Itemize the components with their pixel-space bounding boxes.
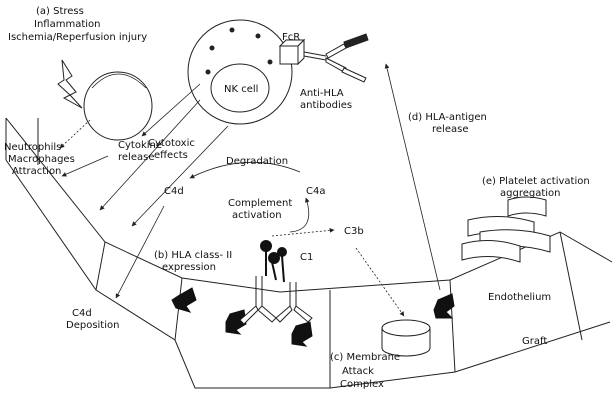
label-degradation: Degradation bbox=[226, 156, 288, 167]
label-c-line1: (c) Membrane bbox=[330, 352, 400, 363]
label-nk-cell: NK cell bbox=[224, 84, 258, 95]
label-complement-1: Complement bbox=[228, 198, 292, 209]
nk-cell bbox=[187, 19, 293, 125]
label-c4d-deposition-1: C4d bbox=[72, 308, 92, 319]
fc-receptor-icon bbox=[278, 38, 306, 66]
label-attraction: Attraction bbox=[12, 166, 61, 177]
label-c4a: C4a bbox=[306, 186, 325, 197]
label-neutrophils: Neutrophils bbox=[4, 142, 61, 153]
anti-hla-antibody-icon bbox=[303, 33, 369, 83]
label-c-line2: Attack bbox=[342, 366, 374, 377]
label-c4d: C4d bbox=[164, 186, 184, 197]
bound-antibody-icons bbox=[239, 276, 313, 325]
label-complement-2: activation bbox=[232, 210, 282, 221]
platelet-aggregates-icon bbox=[461, 196, 551, 263]
label-anti-hla-1: Anti-HLA bbox=[300, 88, 344, 99]
leukocyte-cell bbox=[83, 71, 153, 141]
label-graft: Graft bbox=[522, 336, 547, 347]
text-labels: (a) Stress Inflammation Ischemia/Reperfu… bbox=[4, 6, 590, 390]
hla-antigen-markers bbox=[171, 287, 455, 347]
membrane-attack-complex-icon bbox=[381, 319, 431, 357]
lightning-bolt-icon bbox=[57, 59, 83, 109]
label-e-line1: (e) Platelet activation bbox=[482, 176, 590, 187]
label-fcr: FcR bbox=[282, 32, 300, 43]
label-cytotoxic-2: effects bbox=[154, 150, 188, 161]
label-cytotoxic-1: Cytotoxic bbox=[148, 138, 195, 149]
label-a-line1: (a) Stress bbox=[36, 6, 84, 17]
label-anti-hla-2: antibodies bbox=[300, 100, 352, 111]
label-endothelium: Endothelium bbox=[488, 292, 551, 303]
label-d-line2: release bbox=[432, 124, 468, 135]
label-cytokine-2: release bbox=[118, 152, 154, 163]
label-cytokine-1: Cytokine bbox=[118, 140, 162, 151]
label-c4d-deposition-2: Deposition bbox=[66, 320, 119, 331]
label-e-line2: aggregation bbox=[500, 188, 561, 199]
label-c1: C1 bbox=[300, 252, 313, 263]
label-b-line2: expression bbox=[162, 262, 216, 273]
label-c-line3: Complex bbox=[340, 379, 384, 390]
label-a-line3: Ischemia/Reperfusion injury bbox=[8, 32, 147, 43]
arrows bbox=[59, 63, 441, 317]
label-c3b: C3b bbox=[344, 226, 364, 237]
label-b-line1: (b) HLA class- II bbox=[154, 250, 232, 261]
label-macrophages: Macrophages bbox=[8, 154, 75, 165]
label-d-line1: (d) HLA-antigen bbox=[408, 112, 487, 123]
label-a-line2: Inflammation bbox=[34, 19, 100, 30]
c1-complex-icon bbox=[260, 240, 287, 283]
